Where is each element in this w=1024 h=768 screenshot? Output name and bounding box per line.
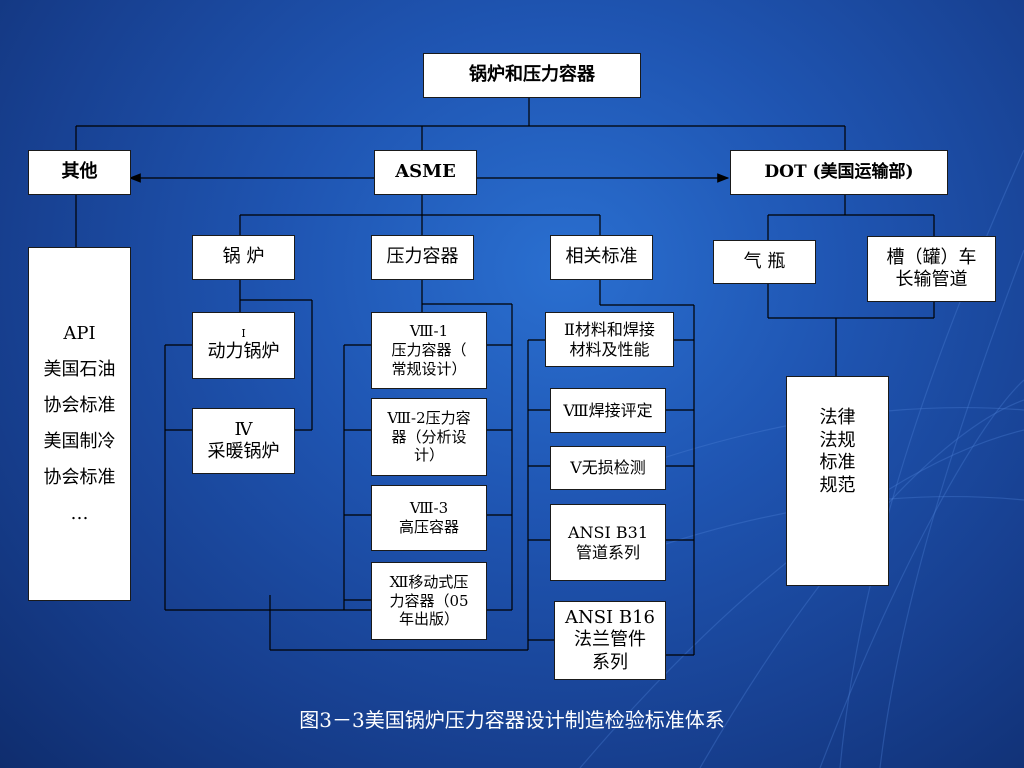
root-node-label: 锅炉和压力容器 (469, 64, 595, 86)
xii-line-2: 力容器（05 (389, 591, 469, 610)
ansi-b16-line-1: ANSI B16 (564, 606, 656, 628)
other-node: 其他 (28, 150, 131, 195)
viii-1-line-1: Ⅷ-1 (409, 322, 449, 341)
tank-car-line-2: 长输管道 (895, 269, 968, 290)
laws-line-2: 法规 (819, 429, 856, 451)
ansi-b16-node: ANSI B16 法兰管件 系列 (554, 601, 666, 680)
viii-2-line-3: 计） (413, 446, 444, 465)
figure-caption: 图3－3美国锅炉压力容器设计制造检验标准体系 (299, 708, 725, 732)
api-line-2: 美国石油 (43, 359, 116, 380)
power-boiler-line-1: Ⅰ (241, 327, 246, 341)
dot-node-label: DOT (美国运输部) (764, 161, 914, 182)
laws-line-4: 规范 (819, 474, 856, 496)
v-ndt-label: Ⅴ无损检测 (570, 458, 646, 477)
heating-boiler-line-2: 采暖锅炉 (207, 441, 280, 462)
viii-2-line-1: Ⅷ-2压力容 (387, 408, 471, 427)
viii-1-line-3: 常规设计） (391, 359, 467, 378)
viii-1-node: Ⅷ-1 压力容器（ 常规设计） (371, 312, 487, 389)
laws-line-3: 标准 (819, 452, 856, 473)
xii-line-1: Ⅻ移动式压 (389, 572, 469, 591)
laws-line-1: 法律 (819, 407, 856, 428)
viii-3-line-2: 高压容器 (398, 518, 459, 536)
viii-2-line-2: 器（分析设 (391, 427, 467, 446)
api-line-1: API (63, 323, 96, 344)
ansi-b31-line-2: 管道系列 (575, 542, 640, 562)
pressure-vessel-node-label: 压力容器 (386, 246, 459, 268)
ix-welding-label: Ⅷ焊接评定 (563, 400, 653, 420)
xii-node: Ⅻ移动式压 力容器（05 年出版） (371, 562, 487, 640)
heating-boiler-line-1: Ⅳ (234, 418, 253, 440)
xii-line-3: 年出版） (398, 610, 459, 629)
viii-3-line-1: Ⅷ-3 (409, 499, 449, 518)
ansi-b16-line-3: 系列 (592, 651, 628, 673)
ansi-b31-node: ANSI B31 管道系列 (550, 504, 666, 581)
related-standards-node: 相关标准 (550, 235, 653, 280)
api-standards-node: API 美国石油 协会标准 美国制冷 协会标准 … (28, 247, 131, 601)
asme-node-label: ASME (395, 161, 456, 183)
power-boiler-line-2: 动力锅炉 (207, 341, 280, 363)
asme-node: ASME (374, 150, 477, 195)
ansi-b31-line-1: ANSI B31 (567, 522, 649, 542)
boiler-node: 锅 炉 (192, 235, 295, 280)
api-line-4: 美国制冷 (43, 431, 116, 452)
other-node-label: 其他 (61, 161, 98, 183)
api-line-3: 协会标准 (43, 395, 116, 416)
gas-cylinder-node-label: 气 瓶 (743, 250, 786, 272)
root-node: 锅炉和压力容器 (423, 53, 641, 98)
v-ndt-node: Ⅴ无损检测 (550, 446, 666, 490)
laws-node: 法律 法规 标准 规范 (786, 376, 889, 586)
ii-materials-line-2: 材料及性能 (569, 339, 650, 359)
api-line-5: 协会标准 (43, 467, 116, 488)
viii-3-node: Ⅷ-3 高压容器 (371, 485, 487, 551)
ii-materials-line-1: Ⅱ材料和焊接 (564, 319, 655, 339)
ii-materials-node: Ⅱ材料和焊接 材料及性能 (545, 312, 674, 367)
tank-car-node: 槽（罐）车 长输管道 (867, 236, 996, 302)
api-line-6: … (70, 503, 89, 524)
gas-cylinder-node: 气 瓶 (713, 240, 816, 284)
dot-node: DOT (美国运输部) (730, 150, 948, 195)
tank-car-line-1: 槽（罐）车 (886, 246, 977, 268)
pressure-vessel-node: 压力容器 (371, 235, 474, 280)
ix-welding-node: Ⅷ焊接评定 (550, 388, 666, 433)
viii-1-line-2: 压力容器（ (391, 341, 467, 360)
viii-2-node: Ⅷ-2压力容 器（分析设 计） (371, 398, 487, 476)
ansi-b16-line-2: 法兰管件 (574, 629, 646, 651)
power-boiler-node: Ⅰ 动力锅炉 (192, 312, 295, 379)
heating-boiler-node: Ⅳ 采暖锅炉 (192, 408, 295, 474)
boiler-node-label: 锅 炉 (222, 246, 265, 268)
related-standards-node-label: 相关标准 (565, 246, 638, 268)
